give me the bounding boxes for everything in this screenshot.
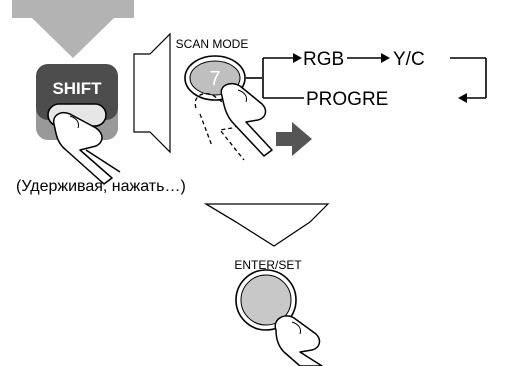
arrow-to-progre-icon bbox=[458, 93, 467, 103]
scan-mode-key-number: 7 bbox=[209, 68, 220, 90]
down-outline-arrow-icon bbox=[203, 203, 330, 247]
shift-button-label: SHIFT bbox=[52, 79, 102, 98]
right-outline-arrow-icon bbox=[133, 32, 171, 154]
mode-rgb: RGB bbox=[303, 49, 344, 70]
mode-progre: PROGRE bbox=[306, 89, 388, 110]
arrow-to-rgb-icon bbox=[293, 53, 302, 63]
hand-press-icon bbox=[52, 112, 121, 185]
arrow-to-yc-icon bbox=[381, 53, 390, 63]
mode-yc: Y/C bbox=[393, 49, 425, 70]
enter-set-label: ENTER/SET bbox=[234, 258, 302, 272]
hand-press-icon bbox=[220, 82, 273, 157]
enter-set-button[interactable] bbox=[235, 269, 297, 331]
down-outline-arrow-inner bbox=[205, 203, 237, 223]
hand-press-icon bbox=[274, 315, 323, 366]
motion-arrow-icon bbox=[276, 122, 312, 156]
scan-mode-label: SCAN MODE bbox=[176, 37, 249, 51]
enter-set-button-inner bbox=[240, 274, 292, 326]
instruction-text: (Удерживая, нажать…) bbox=[16, 178, 186, 195]
down-arrow-icon bbox=[12, 0, 134, 58]
